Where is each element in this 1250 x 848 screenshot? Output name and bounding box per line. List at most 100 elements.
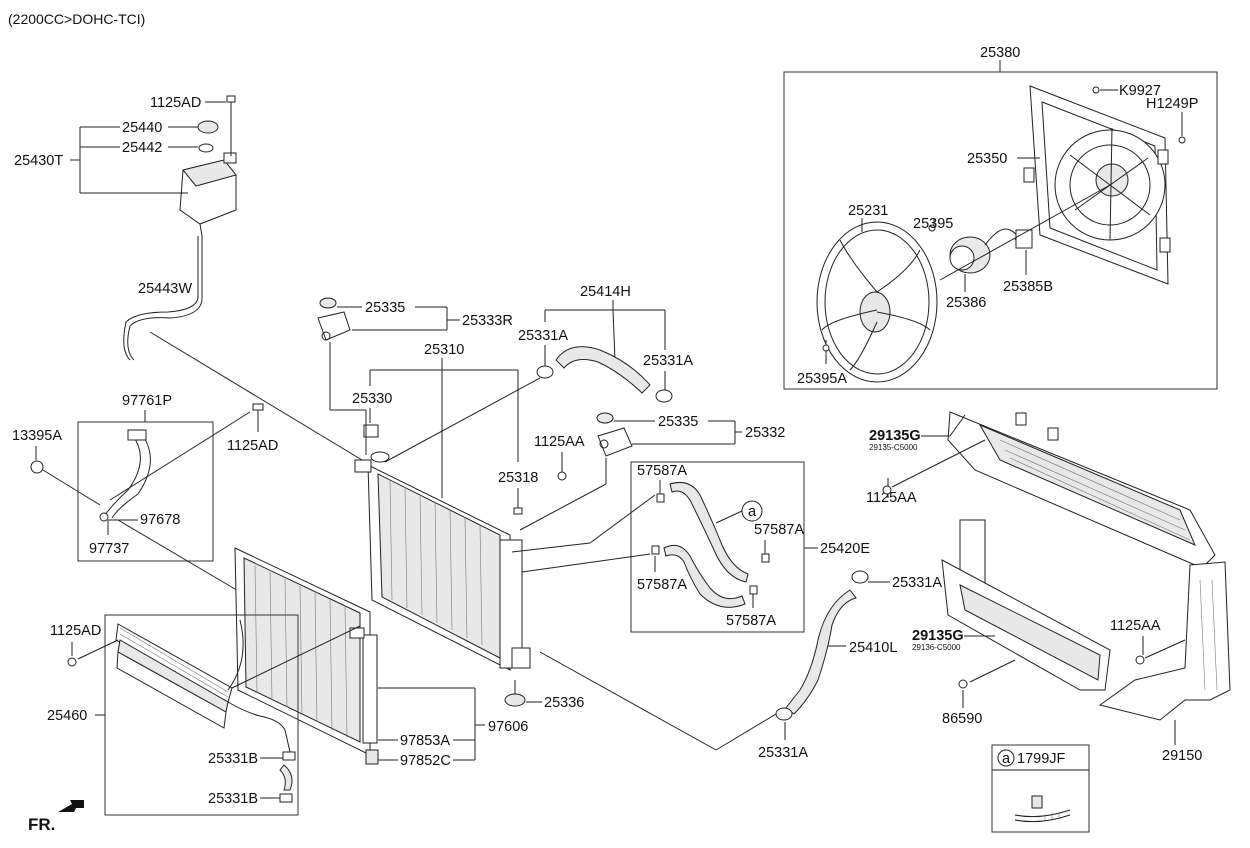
front-direction-indicator: FR. bbox=[28, 800, 84, 834]
fan-shroud-group-box bbox=[783, 71, 1218, 390]
callout-25336[interactable]: 25336 bbox=[544, 695, 584, 711]
callout-25331A-4[interactable]: 25331A bbox=[758, 745, 808, 761]
hose-clamp-icon bbox=[279, 793, 293, 803]
fan-shroud-group: 25380 25350 K9927 H1249P bbox=[783, 45, 1218, 390]
callout-25330[interactable]: 25330 bbox=[352, 391, 392, 407]
cooler-hose-group: 57587A a 57587A 57587A 57587A 25420E bbox=[511, 461, 870, 633]
bolt-icon bbox=[1178, 136, 1186, 144]
callout-97678[interactable]: 97678 bbox=[140, 512, 180, 528]
screw-icon bbox=[928, 224, 936, 232]
callout-1125AD-top[interactable]: 1125AD bbox=[150, 95, 201, 111]
grommet-icon bbox=[319, 297, 337, 309]
bolt-icon bbox=[67, 657, 77, 667]
callout-25420E[interactable]: 25420E bbox=[820, 541, 870, 557]
callout-25310[interactable]: 25310 bbox=[424, 342, 464, 358]
clip-icon bbox=[761, 553, 770, 563]
oil-cooler-drawing bbox=[115, 619, 286, 731]
front-arrow-icon bbox=[58, 800, 84, 812]
callout-25331A-1[interactable]: 25331A bbox=[518, 328, 568, 344]
bolt-icon bbox=[1135, 655, 1145, 665]
callout-25430T[interactable]: 25430T bbox=[14, 153, 63, 169]
callout-25386[interactable]: 25386 bbox=[946, 295, 986, 311]
lower-hose-group: 25410L 25331A bbox=[539, 589, 897, 761]
callout-25231[interactable]: 25231 bbox=[848, 203, 888, 219]
callout-25460[interactable]: 25460 bbox=[47, 708, 87, 724]
callout-25380[interactable]: 25380 bbox=[980, 45, 1020, 61]
callout-25335-b[interactable]: 25335 bbox=[658, 414, 698, 430]
callout-57587A-3[interactable]: 57587A bbox=[637, 577, 687, 593]
callout-57587A-1[interactable]: 57587A bbox=[637, 463, 687, 479]
oil-cooler-group: 25460 1125AD 25331B 25331B bbox=[47, 614, 361, 816]
callout-K9927[interactable]: K9927 bbox=[1119, 83, 1161, 99]
callout-1125AD-low[interactable]: 1125AD bbox=[50, 623, 101, 639]
callout-25395[interactable]: 25395 bbox=[913, 216, 953, 232]
callout-25332[interactable]: 25332 bbox=[745, 425, 785, 441]
callout-97606[interactable]: 97606 bbox=[488, 719, 528, 735]
fan-shroud-drawing bbox=[1023, 85, 1171, 285]
callout-25331B-1[interactable]: 25331B bbox=[208, 751, 258, 767]
fr-label: FR. bbox=[28, 815, 55, 834]
condenser-drawing bbox=[234, 547, 378, 756]
callout-25331A-2[interactable]: 25331A bbox=[643, 353, 693, 369]
hose-clamp-icon bbox=[851, 570, 869, 584]
reservoir-drawing bbox=[179, 95, 237, 237]
bolt-icon bbox=[1092, 86, 1100, 94]
clip-icon bbox=[656, 493, 665, 503]
callout-25333R[interactable]: 25333R bbox=[462, 313, 513, 329]
clip-icon bbox=[1014, 795, 1071, 823]
callout-86590[interactable]: 86590 bbox=[942, 711, 982, 727]
pressure-tube-drawing bbox=[104, 435, 141, 516]
callout-97737[interactable]: 97737 bbox=[89, 541, 129, 557]
callout-25440[interactable]: 25440 bbox=[122, 120, 162, 136]
pressure-tube-group: 97761P 13395A 1125AD 97678 97737 bbox=[12, 393, 278, 593]
callout-57587A-4[interactable]: 57587A bbox=[726, 613, 776, 629]
callout-25331B-2[interactable]: 25331B bbox=[208, 791, 258, 807]
legend-box: a 1799JF bbox=[991, 744, 1090, 833]
callout-1125AA-1[interactable]: 1125AA bbox=[534, 434, 585, 450]
callout-29135G-1[interactable]: 29135G bbox=[869, 428, 921, 444]
carrier-group: 29135G 29135-C5000 1125AA 25331A 29135G … bbox=[851, 411, 1231, 764]
cap-icon bbox=[363, 424, 379, 438]
callout-25385B[interactable]: 25385B bbox=[1003, 279, 1053, 295]
upper-hose-drawing bbox=[555, 346, 651, 394]
callout-1125AD-mid[interactable]: 1125AD bbox=[227, 438, 278, 454]
callout-25443W[interactable]: 25443W bbox=[138, 281, 192, 297]
plug-icon bbox=[504, 693, 526, 707]
callout-29150[interactable]: 29150 bbox=[1162, 748, 1202, 764]
callout-25442[interactable]: 25442 bbox=[122, 140, 162, 156]
callout-25410L[interactable]: 25410L bbox=[849, 640, 897, 656]
callout-25331A-3[interactable]: 25331A bbox=[892, 575, 942, 591]
fan-blade-drawing bbox=[816, 221, 938, 383]
callout-29135G-2[interactable]: 29135G bbox=[912, 628, 964, 644]
cap-icon bbox=[365, 749, 379, 765]
callout-25350[interactable]: 25350 bbox=[967, 151, 1007, 167]
clip-icon bbox=[651, 545, 660, 555]
overflow-hose-drawing bbox=[127, 236, 203, 361]
cooler-hose-drawing bbox=[669, 481, 749, 583]
callout-57587A-2[interactable]: 57587A bbox=[754, 522, 804, 538]
circle-a-callout[interactable]: a bbox=[748, 504, 757, 520]
bolt-icon bbox=[958, 679, 968, 689]
condenser-group: 97606 97853A 97852C bbox=[234, 547, 528, 769]
legend-part-number[interactable]: 1799JF bbox=[1017, 751, 1066, 767]
legend-letter: a bbox=[1002, 751, 1011, 767]
engine-spec-header: (2200CC>DOHC-TCI) bbox=[8, 11, 145, 27]
callout-97761P[interactable]: 97761P bbox=[122, 393, 172, 409]
hose-clamp-icon bbox=[775, 707, 793, 721]
hose-clamp-icon bbox=[655, 389, 673, 403]
callout-25335-a[interactable]: 25335 bbox=[365, 300, 405, 316]
callout-13395A[interactable]: 13395A bbox=[12, 428, 62, 444]
upper-hose-group: 25414H 25331A 25331A bbox=[384, 284, 693, 463]
callout-97852C[interactable]: 97852C bbox=[400, 753, 451, 769]
callout-25414H[interactable]: 25414H bbox=[580, 284, 631, 300]
callout-25395A[interactable]: 25395A bbox=[797, 371, 847, 387]
callout-H1249P[interactable]: H1249P bbox=[1146, 96, 1198, 112]
callout-1125AA-2[interactable]: 1125AA bbox=[866, 490, 917, 506]
callout-25318[interactable]: 25318 bbox=[498, 470, 538, 486]
nut-icon bbox=[30, 460, 44, 474]
callout-1125AA-3[interactable]: 1125AA bbox=[1110, 618, 1161, 634]
callout-97853A[interactable]: 97853A bbox=[400, 733, 450, 749]
reservoir-group: 1125AD 25440 25442 25430T 25443W bbox=[14, 95, 363, 461]
bolt-icon bbox=[252, 403, 264, 411]
